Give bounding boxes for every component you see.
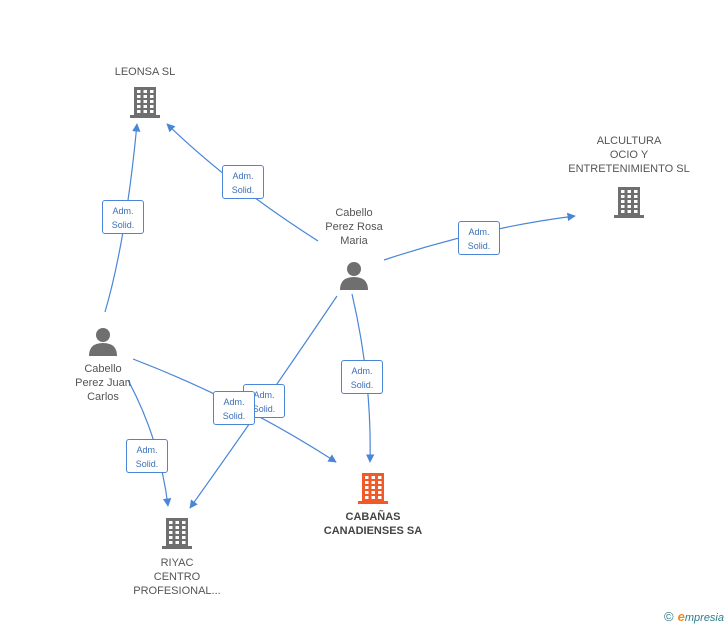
edge-role-badge[interactable]: Adm. Solid. [341,360,383,394]
person-icon-rosa[interactable] [340,262,368,290]
building-icon-alcultura[interactable] [614,187,644,218]
edge-role-line1: Adm. [223,397,245,407]
edge-role-line2: Solid. [252,404,276,414]
edge-role-badge[interactable]: Adm. Solid. [458,221,500,255]
edge-role-line1: Adm. [468,227,490,237]
brand-name: mpresia [684,612,724,624]
edge-role-badge[interactable]: Adm. Solid. [126,439,168,473]
edge-role-line1: Adm. [112,206,134,216]
edge-role-badge[interactable]: Adm. Solid. [102,200,144,234]
edge-role-line1: Adm. [351,366,373,376]
edge-role-line2: Solid. [350,380,374,390]
edge-role-line1: Adm. [253,390,275,400]
edge-role-badge[interactable]: Adm. Solid. [213,391,255,425]
building-icon-cabanas[interactable] [358,473,388,504]
edge-role-badge[interactable]: Adm. Solid. [222,165,264,199]
node-label-juan[interactable]: Cabello Perez Juan Carlos [75,363,131,403]
person-icon-juan[interactable] [89,328,117,356]
building-icon-leonsa[interactable] [130,87,160,118]
edge-role-line1: Adm. [232,171,254,181]
building-icon-riyac[interactable] [162,518,192,549]
node-label-cabanas[interactable]: CABAÑAS CANADIENSES SA [323,511,423,537]
node-label-alcultura[interactable]: ALCULTURA OCIO Y ENTRETENIMIENTO SL [568,135,690,175]
node-label-riyac[interactable]: RIYAC CENTRO PROFESIONAL... [133,557,221,597]
edge-role-line1: Adm. [136,445,158,455]
edge-role-line2: Solid. [135,459,159,469]
edge-role-line2: Solid. [231,185,255,195]
node-label-rosa[interactable]: Cabello Perez Rosa Maria [325,207,383,247]
edge-role-line2: Solid. [111,220,135,230]
edge-role-line2: Solid. [222,411,246,421]
copyright-icon: © [664,609,674,624]
brand-logo-e: e [677,609,685,624]
node-label-leonsa[interactable]: LEONSA SL [114,66,176,78]
edge-role-line2: Solid. [467,241,491,251]
brand-footer[interactable]: ©empresia [664,609,724,624]
